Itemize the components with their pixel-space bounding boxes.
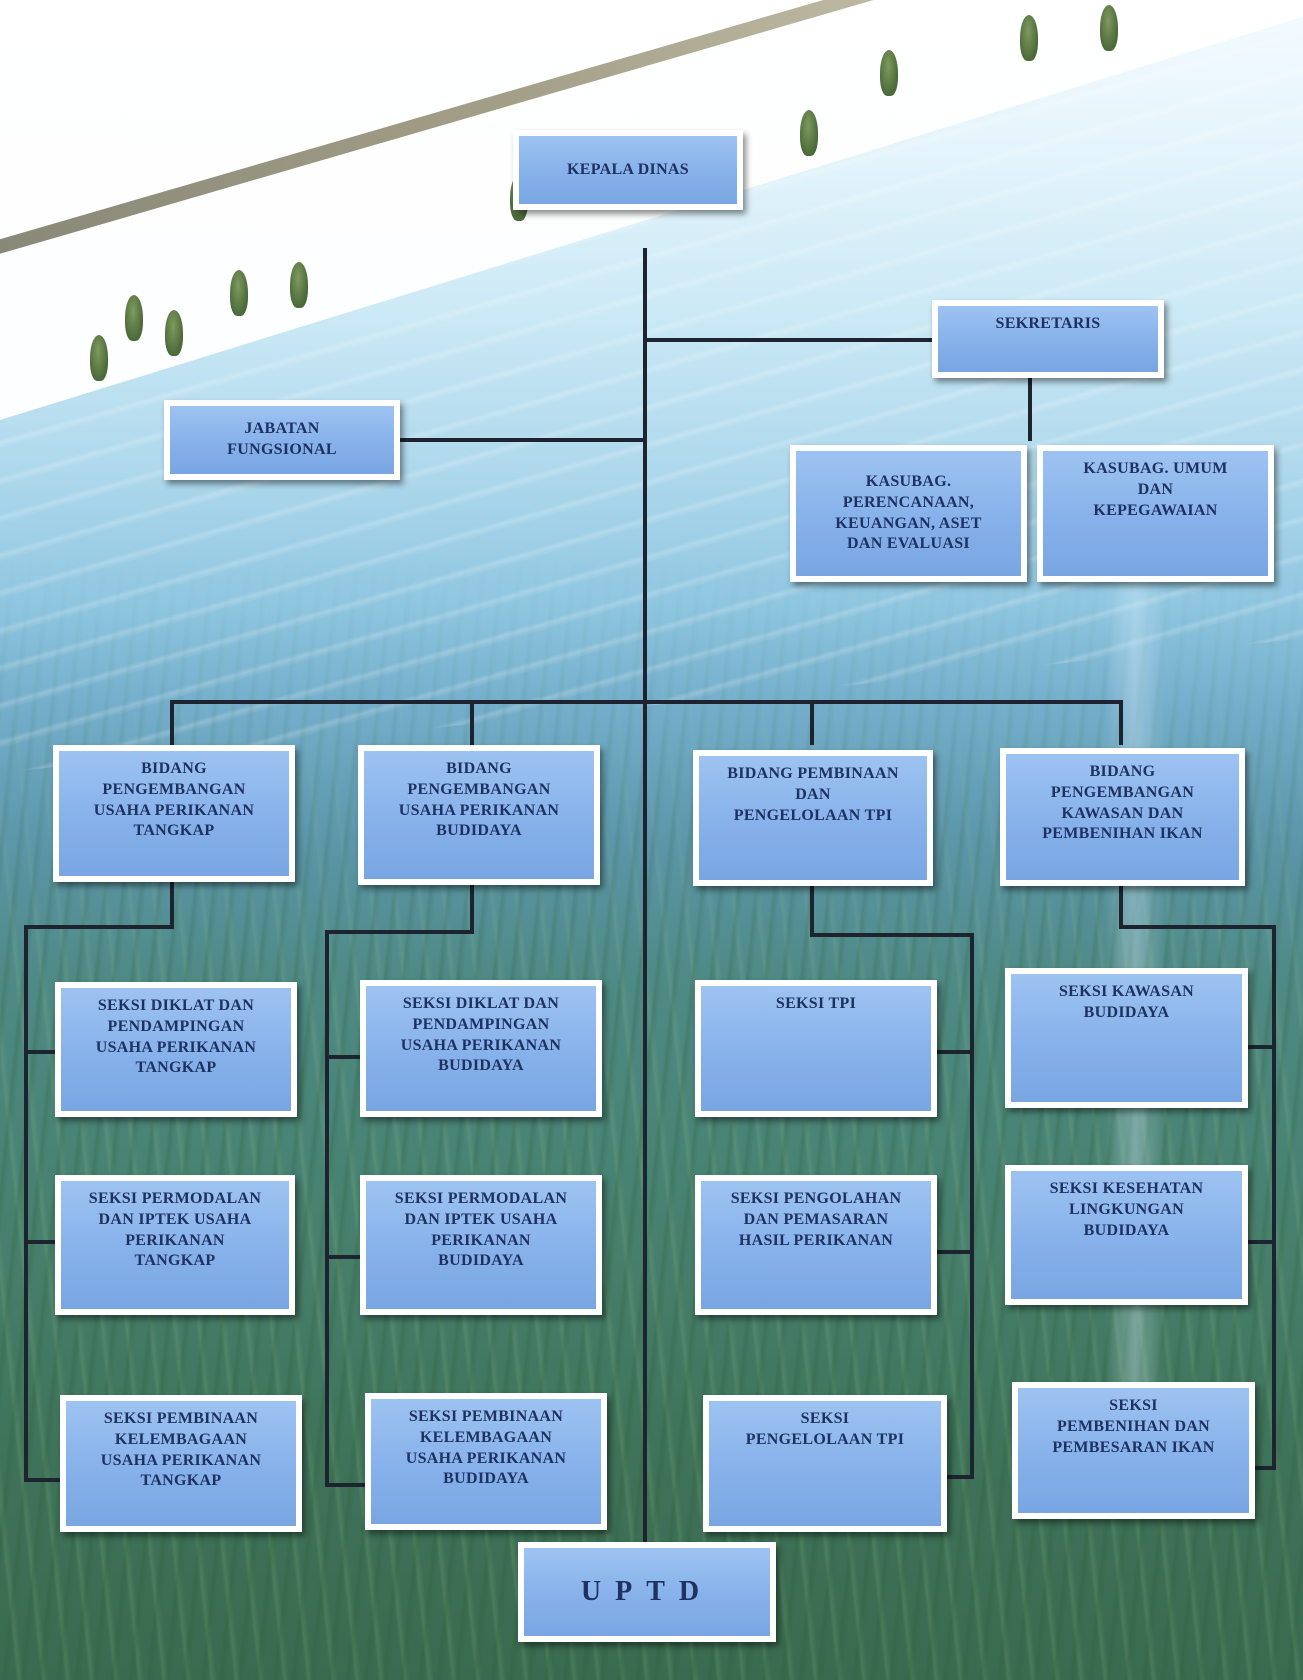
label-seksi-kawasan-2: SEKSI KESEHATAN LINGKUNGAN BUDIDAYA (1049, 1180, 1204, 1239)
connector-jabatan-fungsional (396, 438, 645, 442)
box-seksi-kawasan-3: SEKSI PEMBENIHAN DAN PEMBESARAN IKAN (1012, 1382, 1255, 1519)
box-bidang-budidaya: BIDANG PENGEMBANGAN USAHA PERIKANAN BUDI… (358, 745, 600, 885)
box-seksi-budidaya-2: SEKSI PERMODALAN DAN IPTEK USAHA PERIKAN… (360, 1175, 602, 1315)
connector-tangkap-seksi-1 (24, 1050, 62, 1054)
label-bidang-tpi: BIDANG PEMBINAAN DAN PENGELOLAAN TPI (727, 765, 899, 824)
connector-sekretaris-down (1028, 375, 1032, 441)
tree-icon (1020, 15, 1038, 61)
box-seksi-kawasan-1: SEKSI KAWASAN BUDIDAYA (1005, 968, 1248, 1108)
connector-budidaya-down (470, 882, 474, 934)
budidaya-bracket-line (325, 930, 329, 1485)
box-seksi-tpi-2: SEKSI PENGOLAHAN DAN PEMASARAN HASIL PER… (695, 1175, 937, 1315)
label-seksi-kawasan-1: SEKSI KAWASAN BUDIDAYA (1058, 983, 1195, 1021)
label-kasubbag-umum: KASUBAG. UMUM DAN KEPEGAWAIAN (1083, 460, 1228, 519)
tangkap-bracket-line (24, 925, 28, 1481)
label-seksi-tpi-2: SEKSI PENGOLAHAN DAN PEMASARAN HASIL PER… (730, 1190, 902, 1249)
label-seksi-tangkap-1: SEKSI DIKLAT DAN PENDAMPINGAN USAHA PERI… (95, 997, 257, 1077)
label-bidang-kawasan: BIDANG PENGEMBANGAN KAWASAN DAN PEMBENIH… (1042, 763, 1203, 843)
label-seksi-tpi-3: SEKSI PENGELOLAAN TPI (745, 1410, 905, 1448)
box-seksi-tpi-1: SEKSI TPI (695, 980, 937, 1117)
connector-tangkap-across (24, 925, 174, 929)
label-bidang-budidaya: BIDANG PENGEMBANGAN USAHA PERIKANAN BUDI… (398, 760, 560, 840)
connector-tangkap-down (170, 880, 174, 928)
connector-kawasan-seksi-3 (1240, 1466, 1276, 1470)
tree-icon (800, 110, 818, 156)
box-seksi-tangkap-3: SEKSI PEMBINAAN KELEMBAGAAN USAHA PERIKA… (60, 1395, 302, 1532)
tree-icon (880, 50, 898, 96)
tree-icon (125, 295, 143, 341)
box-uptd: UPTD (518, 1542, 776, 1642)
label-seksi-budidaya-3: SEKSI PEMBINAAN KELEMBAGAAN USAHA PERIKA… (405, 1408, 567, 1488)
label-sekretaris: SEKRETARIS (995, 315, 1101, 332)
connector-tangkap-seksi-2 (24, 1240, 62, 1244)
connector-bidang-tpi (810, 700, 814, 745)
tree-icon (290, 262, 308, 308)
box-seksi-budidaya-1: SEKSI DIKLAT DAN PENDAMPINGAN USAHA PERI… (360, 980, 602, 1117)
connector-kawasan-across (1119, 925, 1276, 929)
tree-icon (230, 270, 248, 316)
connector-tpi-seksi-1 (930, 1050, 974, 1054)
connector-budidaya-across (325, 930, 474, 934)
kawasan-bracket-line (1272, 925, 1276, 1470)
label-seksi-tangkap-2: SEKSI PERMODALAN DAN IPTEK USAHA PERIKAN… (88, 1190, 262, 1270)
label-jabatan-fungsional: JABATAN FUNGSIONAL (227, 420, 337, 458)
connector-bidang-tangkap (170, 700, 174, 745)
box-seksi-budidaya-3: SEKSI PEMBINAAN KELEMBAGAAN USAHA PERIKA… (365, 1393, 607, 1530)
label-seksi-tpi-1: SEKSI TPI (775, 995, 857, 1012)
connector-tpi-across (810, 933, 974, 937)
box-seksi-tangkap-1: SEKSI DIKLAT DAN PENDAMPINGAN USAHA PERI… (55, 982, 297, 1117)
box-kasubbag-perencanaan: KASUBAG. PERENCANAAN, KEUANGAN, ASET DAN… (790, 445, 1027, 582)
label-kasubbag-perencanaan: KASUBAG. PERENCANAAN, KEUANGAN, ASET DAN… (835, 472, 982, 553)
connector-budidaya-seksi-3 (325, 1483, 367, 1487)
label-seksi-budidaya-2: SEKSI PERMODALAN DAN IPTEK USAHA PERIKAN… (394, 1190, 568, 1270)
box-bidang-tangkap: BIDANG PENGEMBANGAN USAHA PERIKANAN TANG… (53, 745, 295, 882)
box-seksi-tangkap-2: SEKSI PERMODALAN DAN IPTEK USAHA PERIKAN… (55, 1175, 295, 1315)
label-seksi-tangkap-3: SEKSI PEMBINAAN KELEMBAGAAN USAHA PERIKA… (100, 1410, 262, 1490)
label-kepala-dinas: KEPALA DINAS (567, 160, 689, 178)
label-seksi-kawasan-3: SEKSI PEMBENIHAN DAN PEMBESARAN IKAN (1052, 1397, 1215, 1456)
box-seksi-tpi-3: SEKSI PENGELOLAAN TPI (703, 1395, 947, 1532)
box-kasubbag-umum: KASUBAG. UMUM DAN KEPEGAWAIAN (1037, 445, 1274, 582)
connector-kawasan-seksi-1 (1240, 1045, 1276, 1049)
connector-kawasan-down (1119, 880, 1123, 928)
label-seksi-budidaya-1: SEKSI DIKLAT DAN PENDAMPINGAN USAHA PERI… (400, 995, 562, 1075)
tree-icon (1100, 5, 1118, 51)
connector-tpi-seksi-2 (930, 1250, 974, 1254)
connector-budidaya-seksi-2 (325, 1255, 367, 1259)
connector-bidang-kawasan (1119, 700, 1123, 745)
connector-tangkap-seksi-3 (24, 1478, 62, 1482)
connector-tpi-down (810, 882, 814, 937)
main-trunk-line (643, 248, 647, 1543)
connector-tpi-seksi-3 (930, 1475, 974, 1479)
bidang-bus-line (170, 700, 1123, 704)
box-bidang-kawasan: BIDANG PENGEMBANGAN KAWASAN DAN PEMBENIH… (1000, 748, 1245, 886)
connector-kawasan-seksi-2 (1240, 1240, 1276, 1244)
connector-budidaya-seksi-1 (325, 1055, 367, 1059)
tree-icon (165, 310, 183, 356)
connector-sekretaris (645, 338, 932, 342)
connector-bidang-budidaya (470, 700, 474, 745)
box-jabatan-fungsional: JABATAN FUNGSIONAL (164, 400, 400, 480)
tpi-bracket-line (970, 933, 974, 1478)
box-seksi-kawasan-2: SEKSI KESEHATAN LINGKUNGAN BUDIDAYA (1005, 1165, 1248, 1305)
box-kepala-dinas: KEPALA DINAS (513, 130, 743, 210)
label-bidang-tangkap: BIDANG PENGEMBANGAN USAHA PERIKANAN TANG… (93, 760, 255, 840)
box-sekretaris: SEKRETARIS (932, 300, 1164, 378)
box-bidang-tpi: BIDANG PEMBINAAN DAN PENGELOLAAN TPI (693, 750, 933, 886)
tree-icon (90, 335, 108, 381)
label-uptd: UPTD (580, 1575, 714, 1607)
